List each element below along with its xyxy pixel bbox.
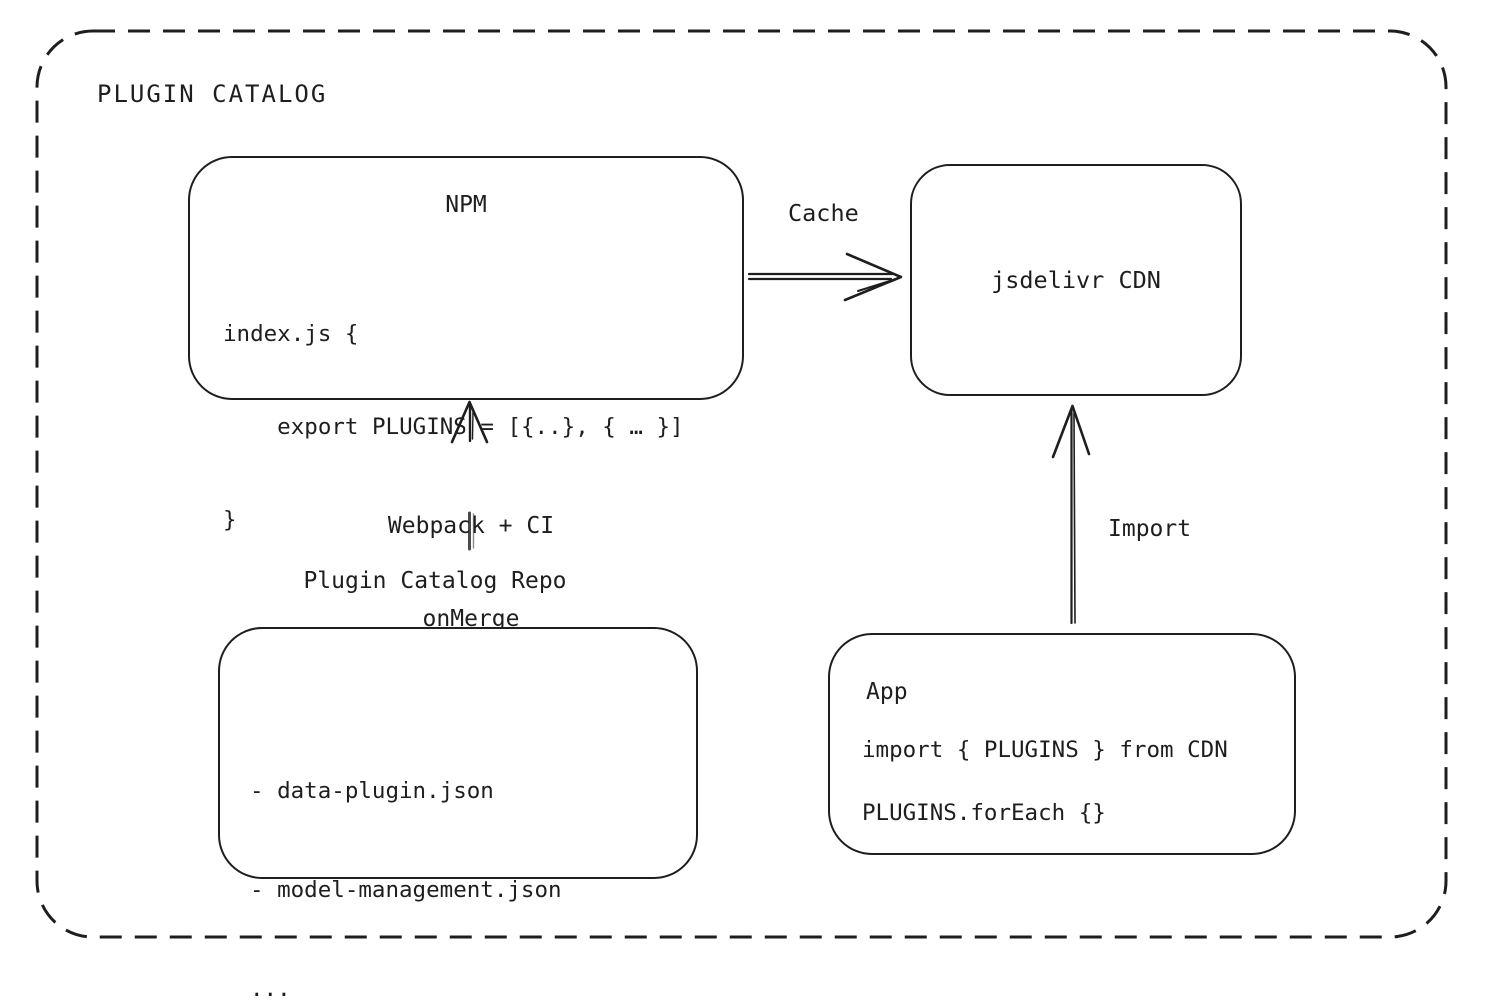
npm-code-line: index.js { — [223, 321, 359, 347]
node-npm: NPM index.js { export PLUGINS = [{..}, {… — [188, 156, 744, 533]
import-edge-label: Import — [1108, 516, 1192, 542]
npm-code-line: export PLUGINS = [{..}, { … }] — [223, 414, 684, 440]
cache-arrow — [747, 252, 903, 302]
npm-code-block: index.js { export PLUGINS = [{..}, { … }… — [223, 257, 684, 598]
build-edge-label-line: Webpack + CI — [387, 513, 555, 539]
node-jsdelivr-cdn: jsdelivr CDN — [910, 164, 1242, 396]
repo-file-list: - data-plugin.json - model-management.js… — [250, 709, 562, 1002]
app-code-line: PLUGINS.forEach {} — [862, 800, 1106, 826]
cdn-node-label: jsdelivr CDN — [991, 266, 1161, 294]
import-arrow — [1051, 404, 1091, 625]
cache-edge-label: Cache — [788, 199, 859, 227]
node-app: App import { PLUGINS } from CDN PLUGINS.… — [828, 633, 1296, 855]
repo-file-item: ... — [250, 976, 291, 1002]
app-code-line: import { PLUGINS } from CDN — [862, 737, 1228, 763]
npm-node-title: NPM — [445, 192, 487, 218]
repo-node-label: Plugin Catalog Repo — [303, 568, 567, 594]
catalog-boundary-dashed-frame — [35, 29, 1448, 939]
repo-connector-line — [468, 511, 475, 551]
build-arrow — [450, 400, 489, 444]
npm-code-line: } — [223, 507, 237, 533]
diagram-title: PLUGIN CATALOG — [97, 80, 328, 108]
app-node-title: App — [866, 679, 908, 705]
repo-file-item: - model-management.json — [250, 877, 562, 903]
repo-file-item: - data-plugin.json — [250, 778, 494, 804]
node-plugin-catalog-repo: - data-plugin.json - model-management.js… — [218, 627, 698, 1002]
